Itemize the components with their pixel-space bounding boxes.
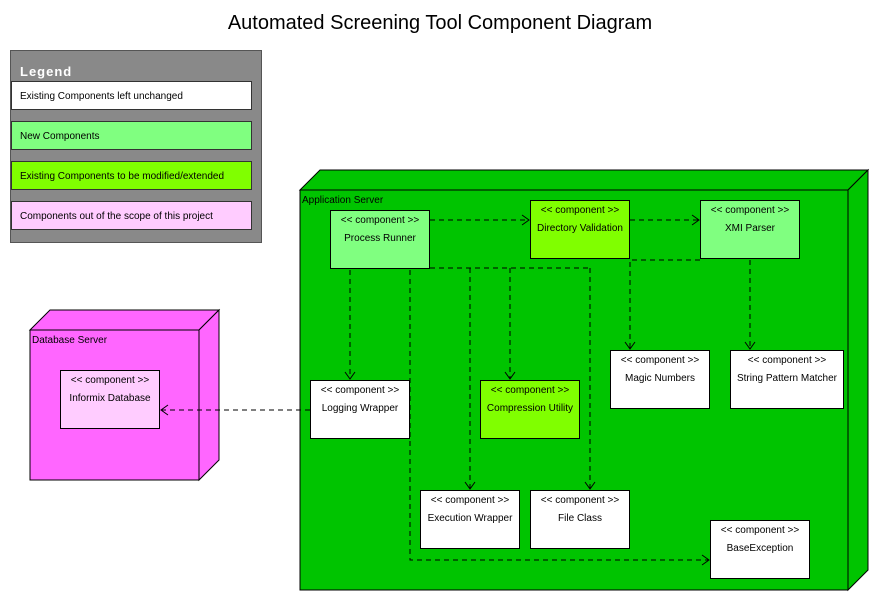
informix-database-component[interactable]: << component >> Informix Database [60,370,160,429]
arrowhead-string-pattern-matcher [744,341,756,350]
compression-utility-component[interactable]: << component >> Compression Utility [480,380,580,439]
dep-xmi-parser-to-magic-numbers [629,259,700,348]
component-name: File Class [558,513,602,524]
stereotype-label: << component >> [340,215,420,226]
legend: Legend Existing Components left unchange… [10,50,262,243]
app-server-node-side [847,168,869,592]
stereotype-label: << component >> [540,495,620,506]
app-server-node-top [298,169,870,191]
diagram-title: Automated Screening Tool Component Diagr… [227,12,653,34]
xmi-parser-component[interactable]: << component >> XMI Parser [700,200,800,259]
arrowhead-execution-wrapper [464,481,476,490]
process-runner-component[interactable]: << component >> Process Runner [330,210,430,269]
arrowhead-magic-numbers [624,341,636,350]
component-name: BaseException [726,543,794,554]
component-name: Informix Database [69,393,151,404]
db-server-node-top [28,309,221,331]
string-pattern-matcher-component[interactable]: << component >> String Pattern Matcher [730,350,844,409]
db-server-node-side [198,308,220,482]
stereotype-label: << component >> [620,355,700,366]
stereotype-label: << component >> [70,375,150,386]
stereotype-label: << component >> [710,205,790,216]
arrowhead-compression-utility [504,371,516,380]
stereotype-label: << component >> [320,385,400,396]
component-name: Magic Numbers [624,373,696,384]
stereotype-label: << component >> [720,525,800,536]
arrowhead-file-class [584,481,596,490]
component-name: Process Runner [344,233,416,244]
legend-title: Legend [20,64,73,79]
stereotype-label: << component >> [540,205,620,216]
execution-wrapper-component[interactable]: << component >> Execution Wrapper [420,490,520,549]
arrowhead-xmi-parser [691,214,700,226]
component-name: Logging Wrapper [321,403,399,414]
app-server-label: Application Server [302,195,384,206]
stereotype-label: << component >> [430,495,510,506]
legend-entry-new: New Components [11,121,252,150]
component-name: Compression Utility [486,403,574,414]
legend-entry-unchanged: Existing Components left unchanged [11,81,252,110]
component-name: Directory Validation [537,223,623,234]
component-name: String Pattern Matcher [736,373,838,384]
db-server-label: Database Server [32,335,108,346]
arrowhead-directory-validation [521,214,530,226]
file-class-component[interactable]: << component >> File Class [530,490,630,549]
base-exception-component[interactable]: << component >> BaseException [710,520,810,579]
directory-validation-component[interactable]: << component >> Directory Validation [530,200,630,259]
arrowhead-informix-database [160,404,169,416]
stereotype-label: << component >> [747,355,827,366]
component-name: Execution Wrapper [427,513,513,524]
logging-wrapper-component[interactable]: << component >> Logging Wrapper [310,380,410,439]
legend-entry-out-of-scope: Components out of the scope of this proj… [11,201,252,230]
magic-numbers-component[interactable]: << component >> Magic Numbers [610,350,710,409]
arrowhead-logging-wrapper [344,371,356,380]
legend-entry-modified: Existing Components to be modified/exten… [11,161,252,190]
stereotype-label: << component >> [490,385,570,396]
arrowhead-base-exception [701,554,710,566]
component-name: XMI Parser [724,223,775,234]
